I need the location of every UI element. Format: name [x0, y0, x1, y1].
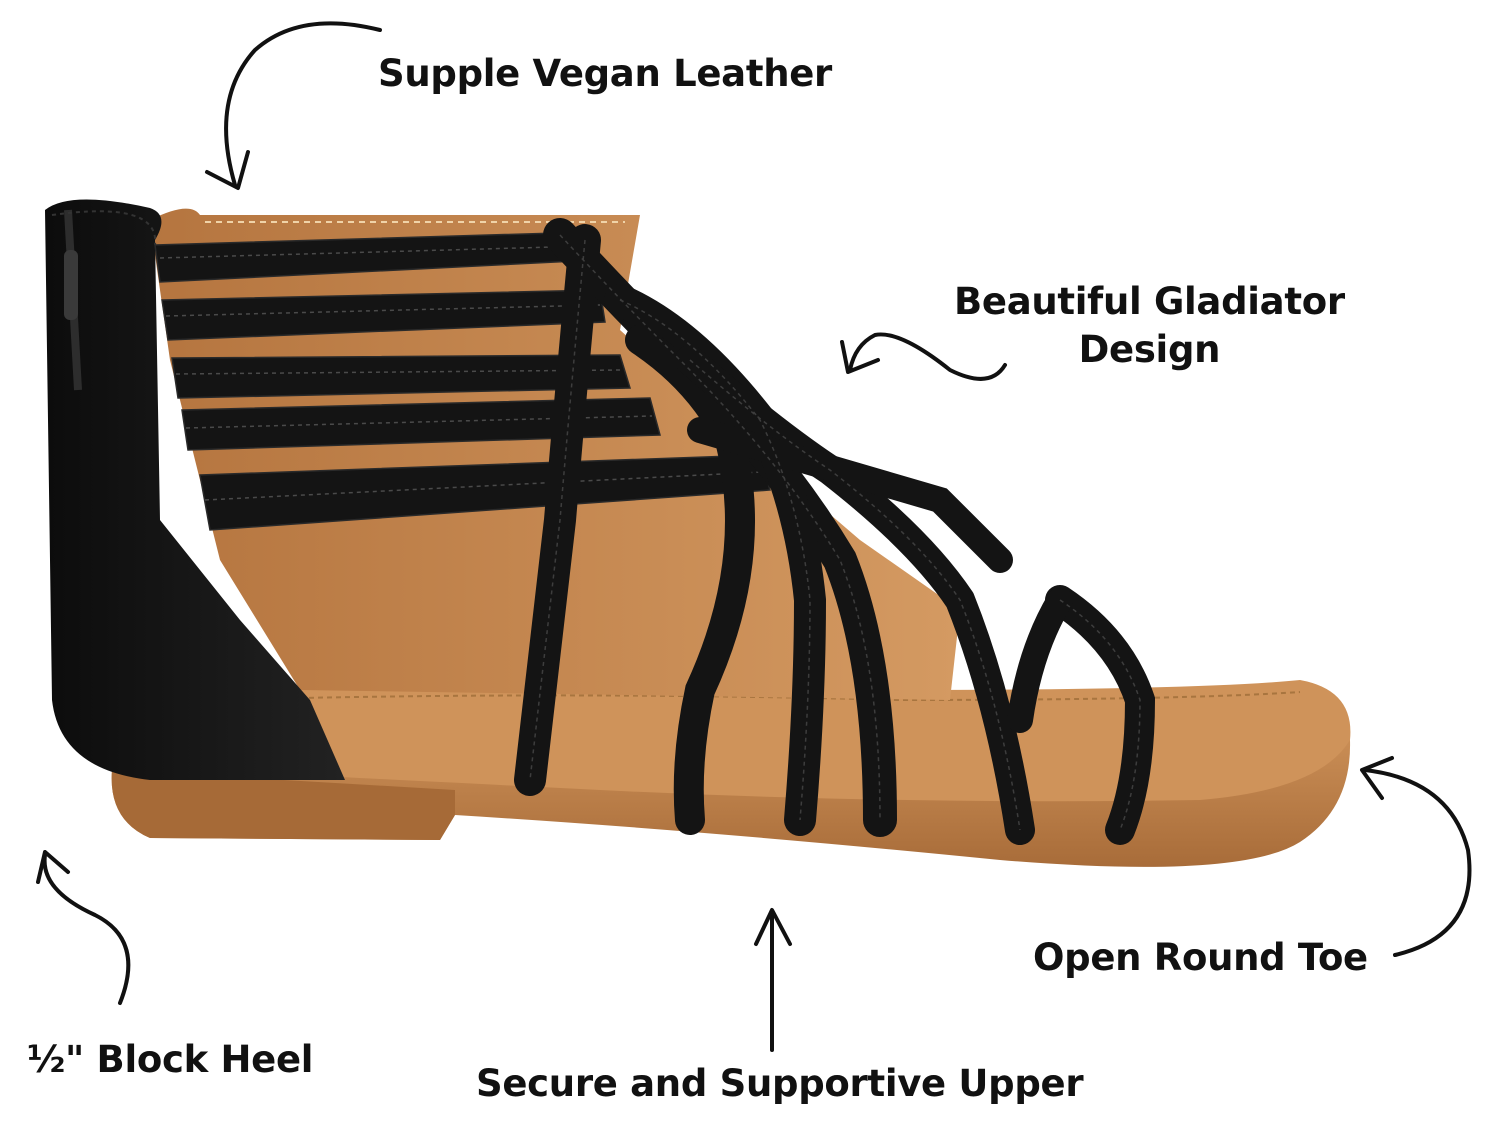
arrow-open-toe: [1360, 756, 1472, 957]
arrow-block-heel: [36, 850, 131, 1005]
arrow-supportive-upper: [754, 908, 792, 1052]
callout-block-heel: ½" Block Heel: [27, 1038, 314, 1081]
arrow-vegan-leather: [205, 21, 382, 190]
arrow-gladiator: [840, 332, 1007, 381]
callout-gladiator-line2: Design: [1078, 328, 1221, 372]
callout-open-round-toe: Open Round Toe: [1033, 936, 1368, 979]
heel-counter: [45, 199, 345, 780]
callout-gladiator-line1: Beautiful Gladiator: [954, 280, 1345, 323]
heel-block: [111, 770, 456, 840]
callout-gladiator-design: Beautiful Gladiator Design: [954, 278, 1345, 374]
callout-vegan-leather: Supple Vegan Leather: [378, 52, 833, 95]
callout-supportive-upper: Secure and Supportive Upper: [476, 1062, 1084, 1105]
zipper-pull: [64, 250, 78, 320]
